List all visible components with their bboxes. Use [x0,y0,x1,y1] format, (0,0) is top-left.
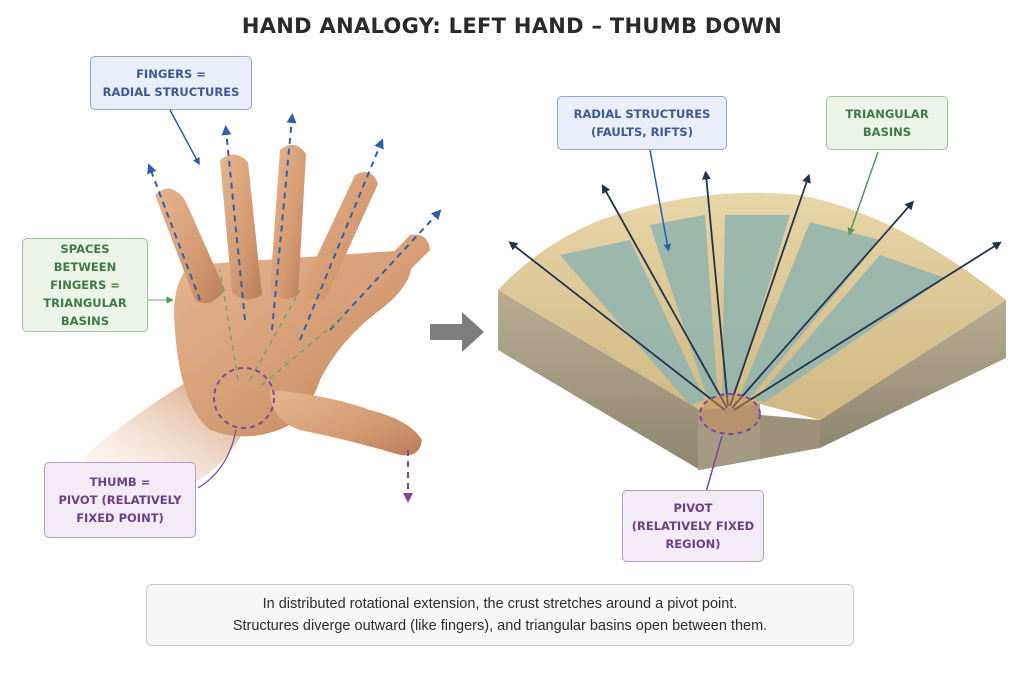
basin-4 [740,222,880,398]
block-pivot-circle [699,393,761,435]
block-front-left-side [498,290,700,470]
caption-line-2: Structures diverge outward (like fingers… [232,618,768,634]
pivot-region-label: PIVOT (RELATIVELY FIXED REGION) [622,490,764,562]
ring-finger [220,154,262,300]
basin-2 [650,215,718,400]
right-arrow-icon [430,312,484,352]
basin-5 [755,255,945,402]
radial-structures-label: RADIAL STRUCTURES (FAULTS, RIFTS) [557,96,727,150]
triangular-basins-label: TRIANGULAR BASINS [826,96,948,150]
page-title: HAND ANALOGY: LEFT HAND – THUMB DOWN [241,14,783,38]
caption-box: In distributed rotational extension, the… [146,584,854,646]
thumb-finger [270,390,422,456]
hand-pivot-circle [213,367,275,429]
basin-1 [560,240,705,405]
spaces-label: SPACES BETWEEN FINGERS = TRIANGULAR BASI… [22,238,148,332]
basin-3 [722,215,790,398]
thumb-label: THUMB = PIVOT (RELATIVELY FIXED POINT) [44,462,196,538]
caption-line-1: In distributed rotational extension, the… [262,596,738,612]
index-finger [302,172,378,301]
fingers-label: FINGERS = RADIAL STRUCTURES [90,56,252,110]
pinky-finger [155,188,225,304]
